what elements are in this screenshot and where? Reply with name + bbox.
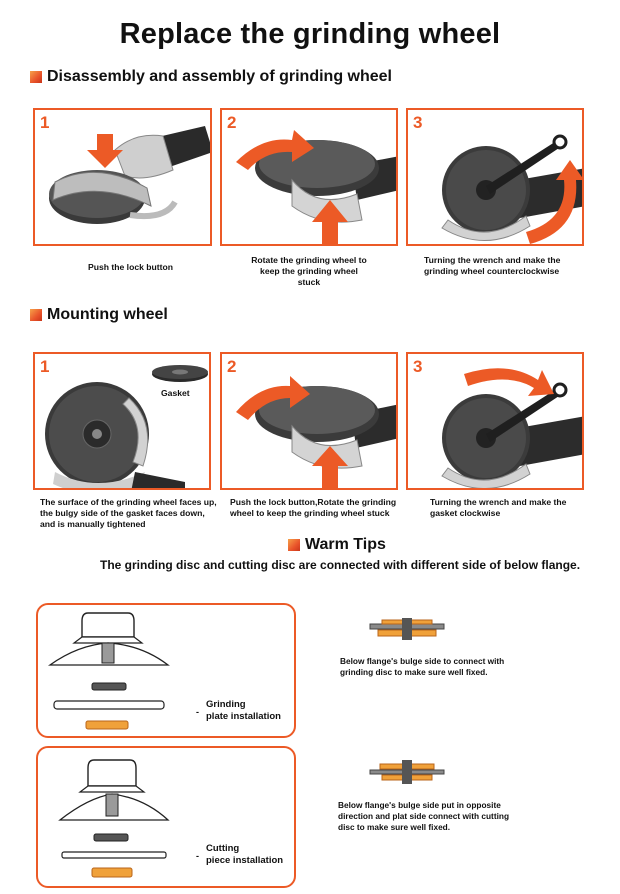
caption-line: Turning the wrench and make the <box>424 255 561 265</box>
cutting-installation-diagram <box>58 759 170 878</box>
note-line: disc to make sure well fixed. <box>338 822 451 832</box>
disassembly-step-1-panel: 1 <box>33 108 212 246</box>
grinding-installation-panel: - Grinding plate installation <box>36 603 296 738</box>
grinding-flange-note: Below flange's bulge side to connect wit… <box>340 656 504 678</box>
gasket-label: Gasket <box>161 388 190 398</box>
section-heading-text: Disassembly and assembly of grinding whe… <box>47 68 392 85</box>
section-marker-icon <box>30 71 42 83</box>
note-line: Below flange's bulge side to connect wit… <box>340 656 505 666</box>
disassembly-step-1-caption: Push the lock button <box>88 262 173 272</box>
caption-line: grinding wheel counterclockwise <box>424 266 560 276</box>
step-number: 2 <box>227 357 237 376</box>
bullet-dash: - <box>196 851 199 861</box>
angle-grinder-lock-illustration <box>49 126 210 224</box>
caption-line: wheel to keep the grinding wheel stuck <box>230 508 390 518</box>
section-heading-mounting: Mounting wheel <box>30 306 168 324</box>
mounting-step-2-caption: Push the lock button,Rotate the grinding… <box>230 497 400 519</box>
gasket-placement-illustration <box>45 365 208 488</box>
section-marker-icon <box>288 539 300 551</box>
disassembly-step-2-caption: Rotate the grinding wheel to keep the gr… <box>249 255 369 288</box>
grinding-flange-stack-icon <box>369 618 445 640</box>
lock-and-rotate-illustration <box>236 376 396 488</box>
mounting-step-1-caption: The surface of the grinding wheel faces … <box>40 497 230 530</box>
note-line: Below flange's bulge side put in opposit… <box>338 800 501 810</box>
mounting-step-3-panel: 3 <box>406 352 584 490</box>
cutting-installation-panel: - Cutting piece installation <box>36 746 296 888</box>
caption-line: gasket clockwise <box>430 508 501 518</box>
step-number: 3 <box>413 357 423 376</box>
grinding-installation-label: Grinding plate installation <box>206 699 281 723</box>
section-marker-icon <box>30 309 42 321</box>
note-line: direction and plat side connect with cut… <box>338 811 510 821</box>
grinding-installation-diagram <box>47 612 170 730</box>
caption-line: Turning the wrench and make the <box>430 497 567 507</box>
wrench-counterclockwise-illustration <box>441 134 582 244</box>
cutting-installation-label: Cutting piece installation <box>206 843 283 867</box>
section-heading-tips: Warm Tips <box>288 536 386 554</box>
label-line: plate installation <box>206 711 281 722</box>
disassembly-step-3-caption: Turning the wrench and make the grinding… <box>424 255 594 277</box>
mounting-step-2-panel: 2 <box>220 352 398 490</box>
tips-subtitle: The grinding disc and cutting disc are c… <box>100 558 581 572</box>
section-heading-text: Mounting wheel <box>47 306 168 323</box>
caption-line: keep the grinding wheel stuck <box>260 266 358 287</box>
cutting-flange-stack-icon <box>369 760 445 784</box>
caption-line: and is manually tightened <box>40 519 146 529</box>
caption-line: The surface of the grinding wheel faces … <box>40 497 217 507</box>
disassembly-step-3-panel: 3 <box>406 108 584 246</box>
step-number: 1 <box>40 357 50 376</box>
mounting-step-3-caption: Turning the wrench and make the gasket c… <box>430 497 600 519</box>
section-heading-disassembly: Disassembly and assembly of grinding whe… <box>30 68 392 86</box>
caption-line: Rotate the grinding wheel to <box>251 255 367 265</box>
cutting-flange-note: Below flange's bulge side put in opposit… <box>338 800 509 833</box>
bullet-dash: - <box>196 707 199 717</box>
page-title: Replace the grinding wheel <box>119 18 501 50</box>
label-line: Grinding <box>206 699 246 710</box>
rotate-wheel-illustration <box>236 130 396 244</box>
mounting-step-1-panel: 1 Gasket <box>33 352 211 490</box>
section-heading-text: Warm Tips <box>305 536 386 553</box>
label-line: Cutting <box>206 843 240 854</box>
step-number: 2 <box>227 113 237 132</box>
note-line: grinding disc to make sure well fixed. <box>340 667 488 677</box>
caption-line: the bulgy side of the gasket faces down, <box>40 508 205 518</box>
step-number: 3 <box>413 113 423 132</box>
caption-line: Push the lock button,Rotate the grinding <box>230 497 397 507</box>
disassembly-step-2-panel: 2 <box>220 108 398 246</box>
step-number: 1 <box>40 113 50 132</box>
label-line: piece installation <box>206 855 284 866</box>
wrench-clockwise-illustration <box>441 368 582 488</box>
